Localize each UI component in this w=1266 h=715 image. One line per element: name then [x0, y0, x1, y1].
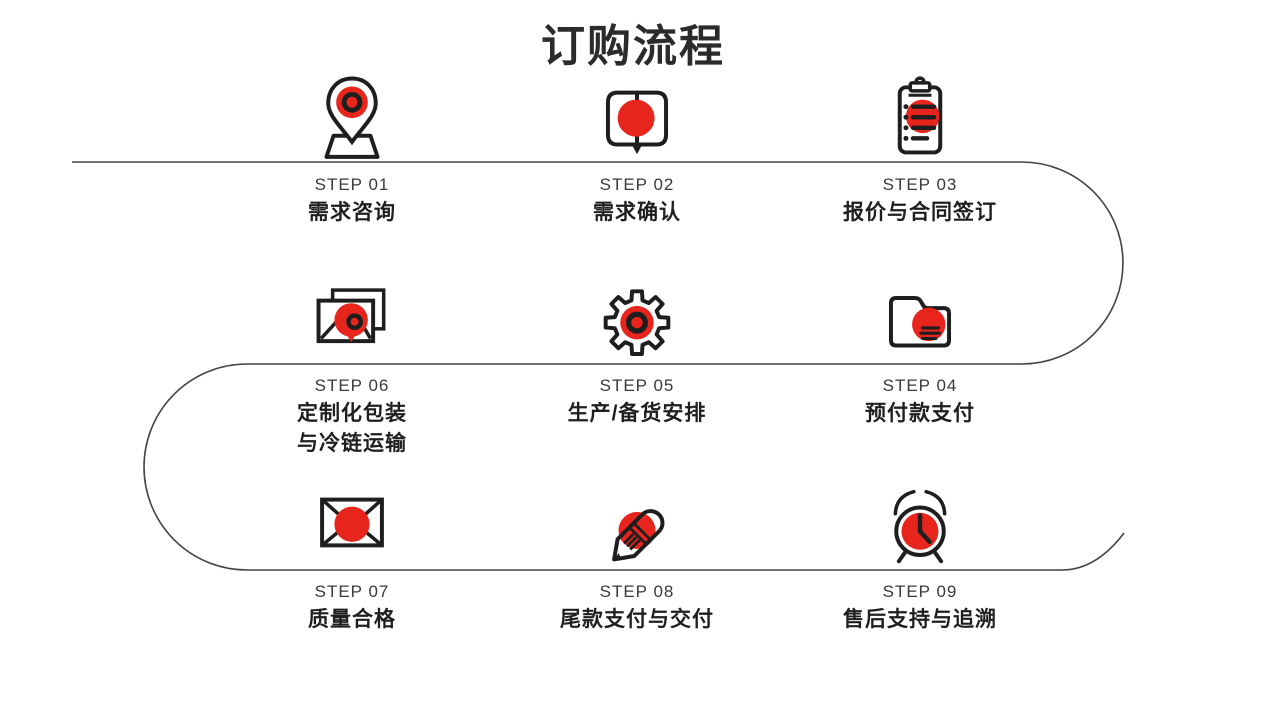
step-label: STEP 08	[599, 582, 675, 601]
step-card-07: STEP 07 质量合格	[232, 482, 472, 635]
step-card-05: STEP 05 生产/备货安排	[517, 276, 757, 429]
step-label: STEP 09	[882, 582, 958, 601]
map-pin-icon	[308, 75, 396, 163]
page-title: 订购流程	[541, 22, 725, 71]
step-card-04: STEP 04 预付款支付	[800, 276, 1040, 429]
photos-icon	[308, 276, 396, 364]
clipboard-icon	[876, 75, 964, 163]
step-title: 预付款支付	[865, 402, 975, 425]
envelope-icon	[308, 482, 396, 570]
step-title: 生产/备货安排	[567, 402, 707, 425]
step-title: 售后支持与追溯	[843, 608, 997, 631]
pencil-icon	[593, 482, 681, 570]
folder-icon	[876, 276, 964, 364]
step-title: 报价与合同签订	[843, 201, 997, 224]
step-label: STEP 06	[314, 376, 390, 395]
open-book-icon	[593, 75, 681, 163]
step-card-06: STEP 06 定制化包装 与冷链运输	[232, 276, 472, 459]
step-title: 需求确认	[593, 201, 681, 224]
step-card-03: STEP 03 报价与合同签订	[800, 75, 1040, 228]
step-card-02: STEP 02 需求确认	[517, 75, 757, 228]
step-title: 尾款支付与交付	[560, 608, 714, 631]
alarm-clock-icon	[876, 482, 964, 570]
step-label: STEP 05	[599, 376, 675, 395]
step-card-01: STEP 01 需求咨询	[232, 75, 472, 228]
step-title: 需求咨询	[308, 201, 396, 224]
step-label: STEP 02	[599, 175, 675, 194]
step-label: STEP 01	[314, 175, 390, 194]
step-label: STEP 03	[882, 175, 958, 194]
step-card-09: STEP 09 售后支持与追溯	[800, 482, 1040, 635]
step-card-08: STEP 08 尾款支付与交付	[517, 482, 757, 635]
step-title: 质量合格	[308, 608, 396, 631]
gear-icon	[593, 276, 681, 364]
step-label: STEP 04	[882, 376, 958, 395]
step-label: STEP 07	[314, 582, 390, 601]
step-title: 定制化包装 与冷链运输	[297, 402, 407, 455]
